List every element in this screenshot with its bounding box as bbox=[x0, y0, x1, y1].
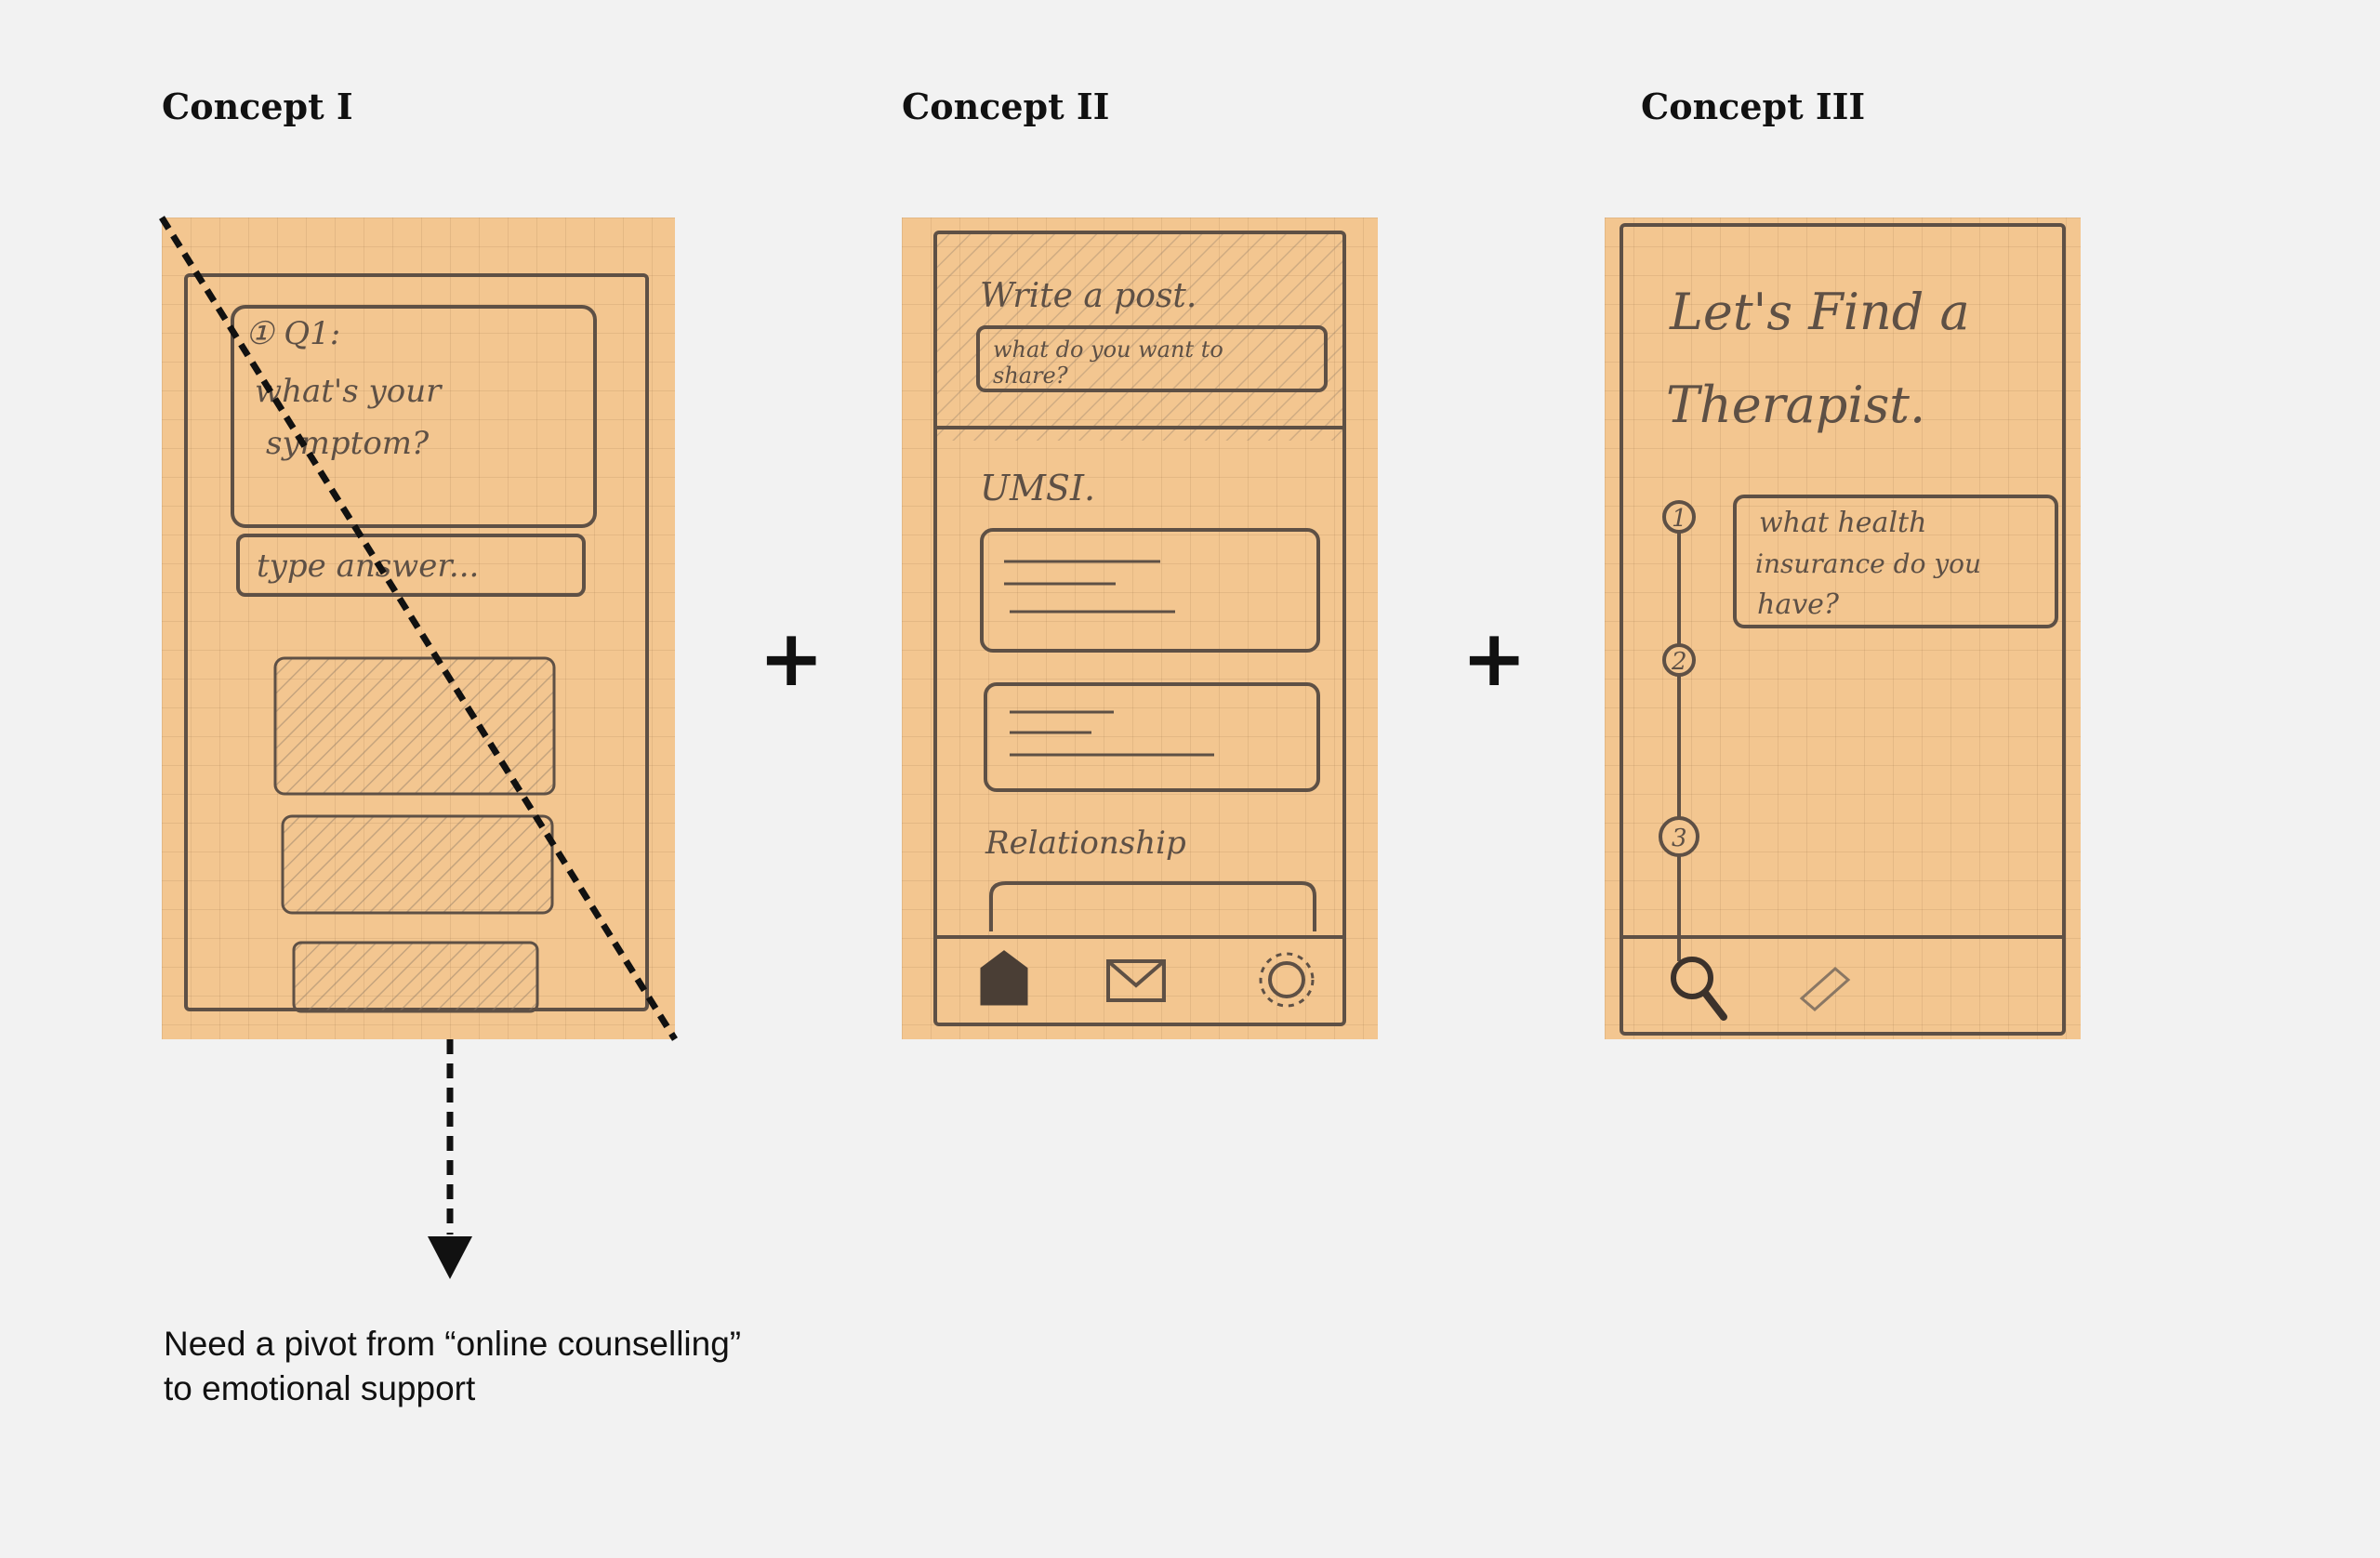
concept-3-title: Concept III bbox=[1641, 86, 1866, 127]
search-icon bbox=[1671, 957, 1727, 1021]
post-input-placeholder-line2: share? bbox=[993, 363, 1068, 389]
option-card-3 bbox=[292, 941, 539, 1013]
step-1-label: 1 bbox=[1672, 505, 1687, 533]
post-card-2 bbox=[984, 682, 1320, 792]
plus-operator-2: + bbox=[1461, 613, 1527, 704]
step-3-marker bbox=[1659, 816, 1699, 857]
post-header-area bbox=[937, 234, 1342, 441]
concept-3-drawing: Let's Find a Therapist. 1 2 3 what healt… bbox=[1620, 223, 2066, 1036]
home-icon bbox=[980, 950, 1028, 1006]
post-card-1 bbox=[980, 528, 1320, 653]
question-line2: insurance do you bbox=[1755, 548, 1981, 579]
question-number: ① Q1: bbox=[245, 315, 340, 352]
question-line3: have? bbox=[1757, 588, 1840, 621]
concept-3-sketch: Let's Find a Therapist. 1 2 3 what healt… bbox=[1605, 218, 2081, 1039]
phone-frame bbox=[933, 231, 1346, 1026]
pivot-note-line1: Need a pivot from “online counselling” bbox=[164, 1325, 742, 1363]
concept-2-drawing: Write a post. what do you want to share?… bbox=[933, 231, 1346, 1026]
find-therapist-title-line2: Therapist. bbox=[1666, 376, 1925, 434]
concept-2-title: Concept II bbox=[902, 86, 1110, 127]
settings-gear-icon bbox=[1259, 952, 1315, 1008]
pivot-arrow-head bbox=[428, 1236, 472, 1279]
concept-1-drawing: ① Q1: what's your symptom? type answer..… bbox=[184, 273, 649, 1013]
post-card-3 bbox=[989, 881, 1316, 931]
question-line1: what health bbox=[1759, 507, 1926, 539]
find-therapist-title-line1: Let's Find a bbox=[1669, 283, 1970, 341]
mail-icon bbox=[1106, 959, 1166, 1002]
post-input-placeholder-line1: what do you want to bbox=[993, 337, 1223, 363]
pivot-note: Need a pivot from “online counselling” t… bbox=[164, 1322, 870, 1411]
edit-pencil-icon bbox=[1799, 967, 1851, 1011]
step-2-label: 2 bbox=[1671, 648, 1687, 676]
question-card bbox=[1733, 495, 2058, 628]
write-post-heading: Write a post. bbox=[980, 277, 1197, 315]
question-text-line2: symptom? bbox=[266, 425, 430, 462]
option-card-2 bbox=[281, 814, 554, 915]
post-input bbox=[976, 325, 1328, 392]
step-1-marker bbox=[1662, 500, 1696, 534]
concept-1-sketch: ① Q1: what's your symptom? type answer..… bbox=[162, 218, 675, 1039]
answer-placeholder: type answer... bbox=[257, 548, 479, 585]
section-relationship-label: Relationship bbox=[985, 825, 1186, 862]
concept-1-title: Concept I bbox=[162, 86, 353, 127]
step-3-label: 3 bbox=[1672, 825, 1687, 852]
option-card-1 bbox=[273, 656, 556, 796]
concept-2-sketch: Write a post. what do you want to share?… bbox=[902, 218, 1378, 1039]
section-umsi-label: UMSI. bbox=[980, 468, 1095, 508]
phone-frame bbox=[1620, 223, 2066, 1036]
plus-operator-1: + bbox=[759, 613, 825, 704]
pivot-note-line2: to emotional support bbox=[164, 1369, 476, 1408]
question-text-line1: what's your bbox=[255, 373, 443, 410]
step-2-marker bbox=[1662, 643, 1696, 677]
